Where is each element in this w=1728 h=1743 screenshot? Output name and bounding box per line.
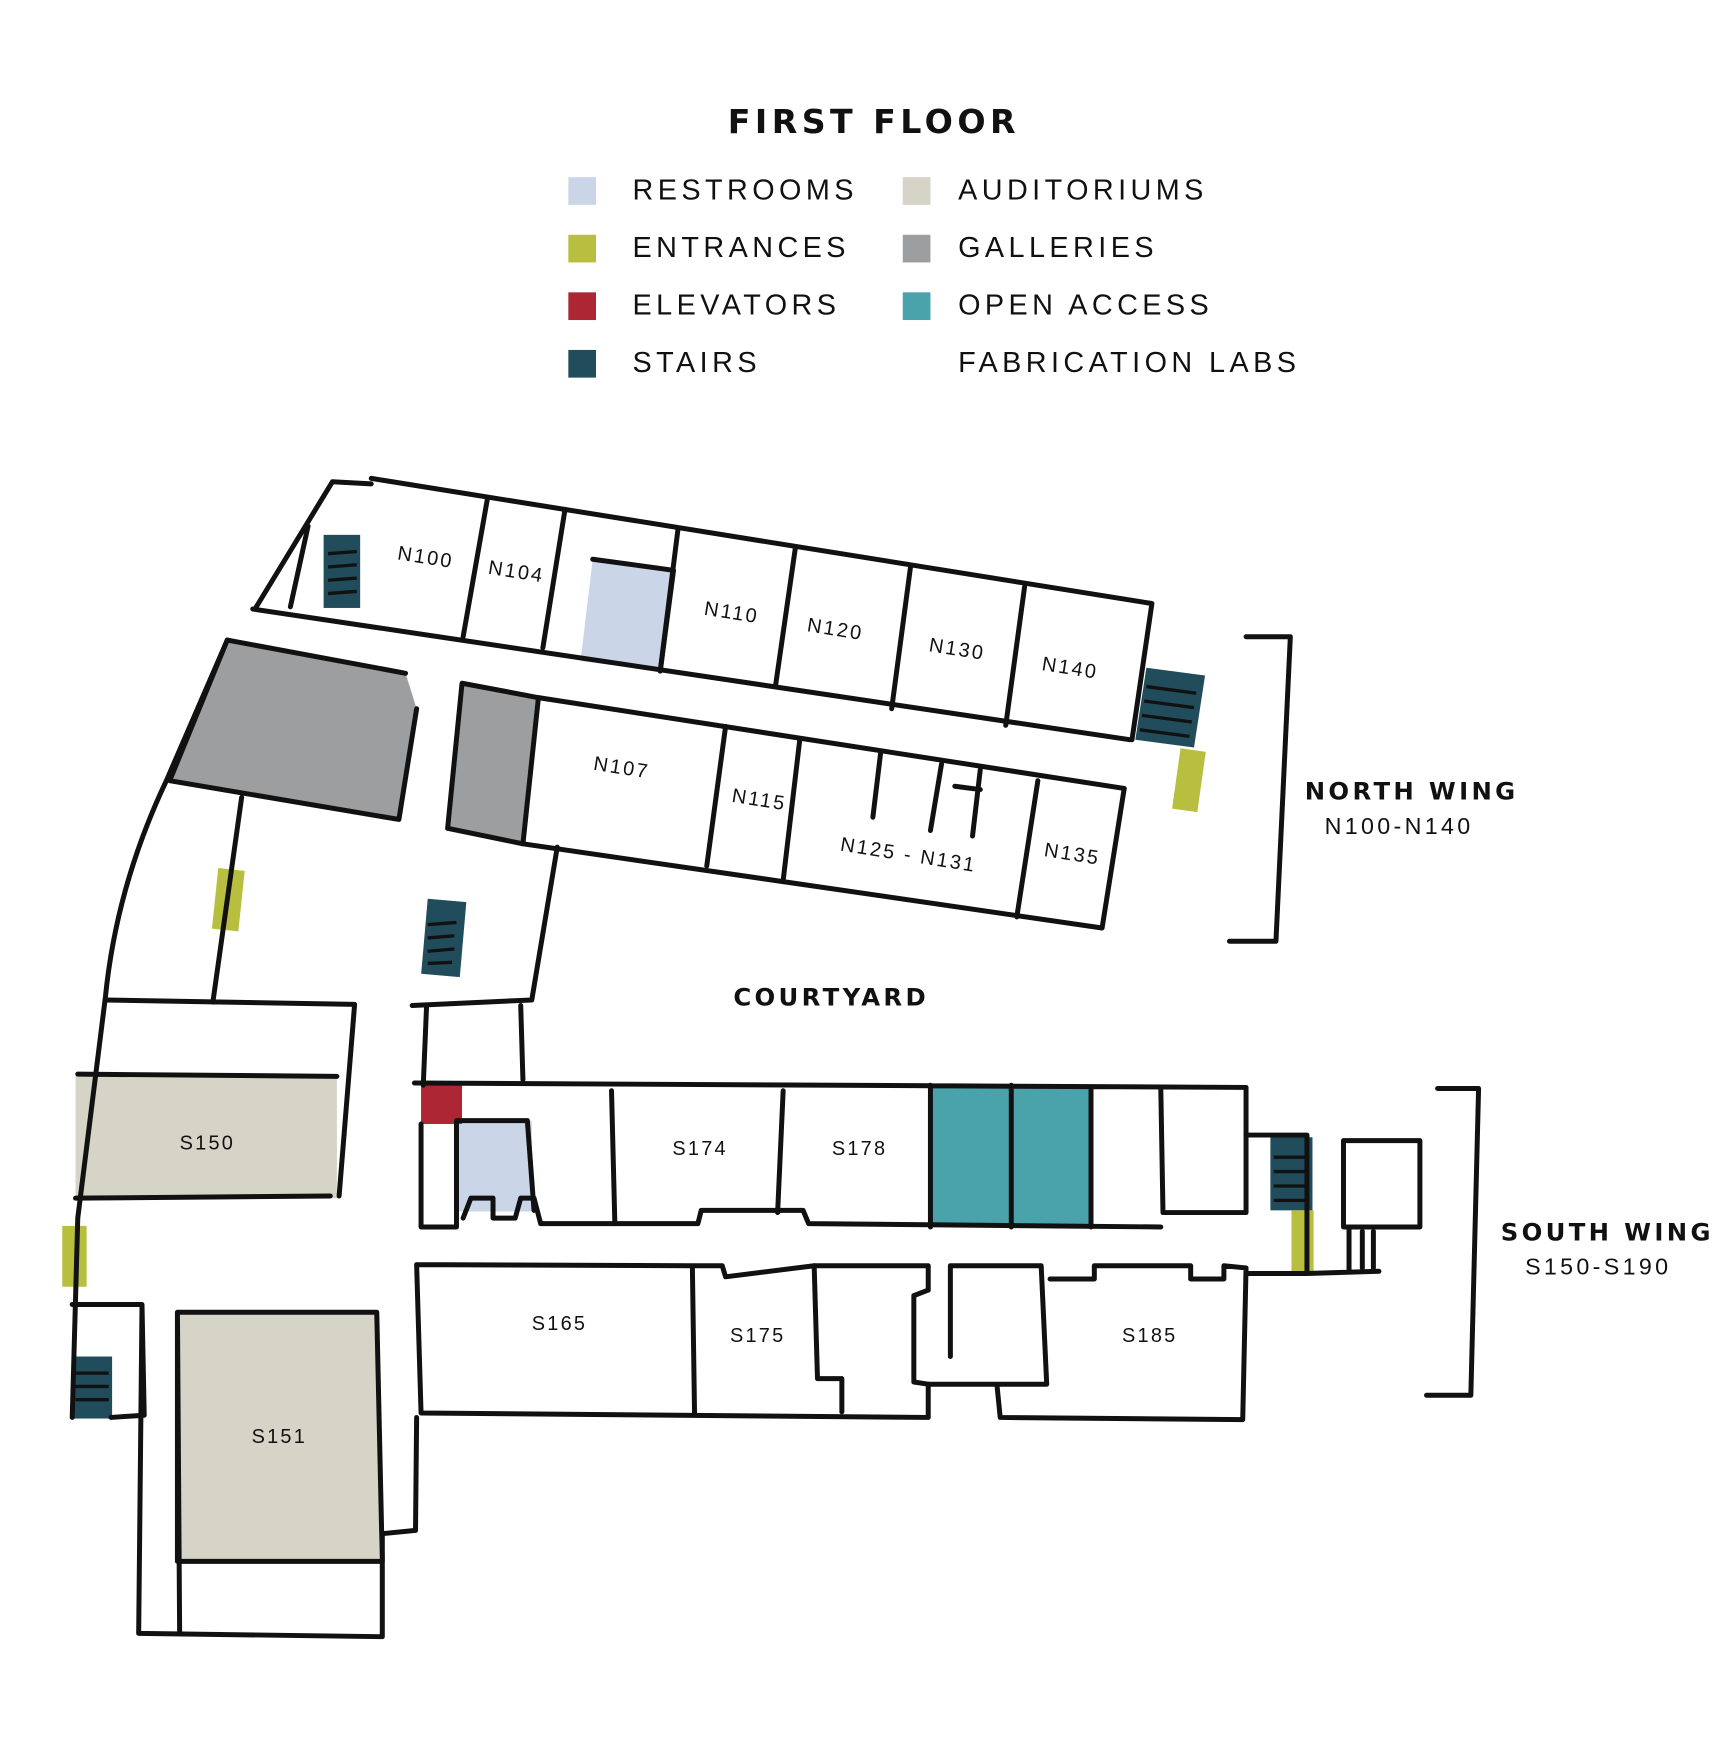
entrance-se — [1291, 1210, 1314, 1272]
room-label-s150: S150 — [180, 1132, 235, 1154]
auditorium-s151 — [177, 1312, 379, 1562]
legend-label-fabrication-labs: FABRICATION LABS — [958, 347, 1300, 379]
legend-label-open-access: OPEN ACCESS — [958, 289, 1213, 321]
room-label-n104: N104 — [487, 557, 546, 588]
room-label-n115: N115 — [730, 785, 788, 815]
restroom-north — [580, 559, 674, 672]
legend-swatch-stairs — [568, 349, 597, 378]
legend-swatch-entrances — [568, 234, 597, 263]
floor-title: FIRST FLOOR — [728, 102, 1020, 141]
room-label-s178: S178 — [832, 1138, 887, 1160]
room-label-s165: S165 — [532, 1313, 587, 1335]
legend: RESTROOMS ENTRANCES ELEVATORS STAIRS AUD… — [568, 174, 1300, 379]
room-label-n140: N140 — [1040, 653, 1099, 684]
room-label-n135: N135 — [1043, 839, 1102, 870]
legend-label-entrances: ENTRANCES — [633, 232, 850, 264]
elevator — [421, 1085, 463, 1124]
room-label-n120: N120 — [806, 614, 865, 645]
legend-label-galleries: GALLERIES — [958, 232, 1158, 264]
north-wing-range: N100-N140 — [1325, 813, 1474, 839]
room-label-n107: N107 — [592, 753, 651, 784]
room-label-s175: S175 — [730, 1325, 785, 1347]
south-wing-label: SOUTH WING — [1501, 1217, 1714, 1246]
stairs-nw — [323, 534, 361, 608]
legend-label-auditoriums: AUDITORIUMS — [958, 174, 1208, 206]
auditorium-s150 — [75, 1074, 337, 1199]
entrance-ne — [1172, 748, 1206, 813]
gallery-center — [447, 683, 539, 844]
room-label-n100: N100 — [396, 542, 455, 573]
legend-label-restrooms: RESTROOMS — [633, 174, 858, 206]
legend-swatch-restrooms — [568, 177, 597, 205]
legend-swatch-open-access — [902, 292, 931, 321]
room-label-n130: N130 — [927, 634, 986, 665]
stairs-ne — [1135, 667, 1206, 748]
legend-swatch-galleries — [902, 234, 931, 263]
walls — [69, 475, 1482, 1640]
legend-swatch-elevators — [568, 292, 597, 321]
north-wing-label: NORTH WING — [1305, 777, 1519, 806]
legend-label-stairs: STAIRS — [633, 347, 761, 379]
south-wing-range: S150-S190 — [1525, 1254, 1671, 1280]
room-label-s151: S151 — [252, 1426, 307, 1448]
room-label-s174: S174 — [672, 1138, 727, 1160]
room-label-s185: S185 — [1122, 1325, 1177, 1347]
room-label-n110: N110 — [703, 598, 761, 628]
room-label-n125-n131: N125 - N131 — [839, 834, 978, 877]
legend-label-elevators: ELEVATORS — [633, 289, 841, 321]
gallery-west — [169, 640, 417, 820]
stair-treads — [75, 549, 1307, 1402]
area-fills — [62, 534, 1314, 1562]
legend-swatch-auditoriums — [902, 177, 931, 205]
open-access-1 — [930, 1085, 1012, 1227]
courtyard-label: COURTYARD — [733, 982, 929, 1011]
open-access-2 — [1013, 1085, 1092, 1227]
